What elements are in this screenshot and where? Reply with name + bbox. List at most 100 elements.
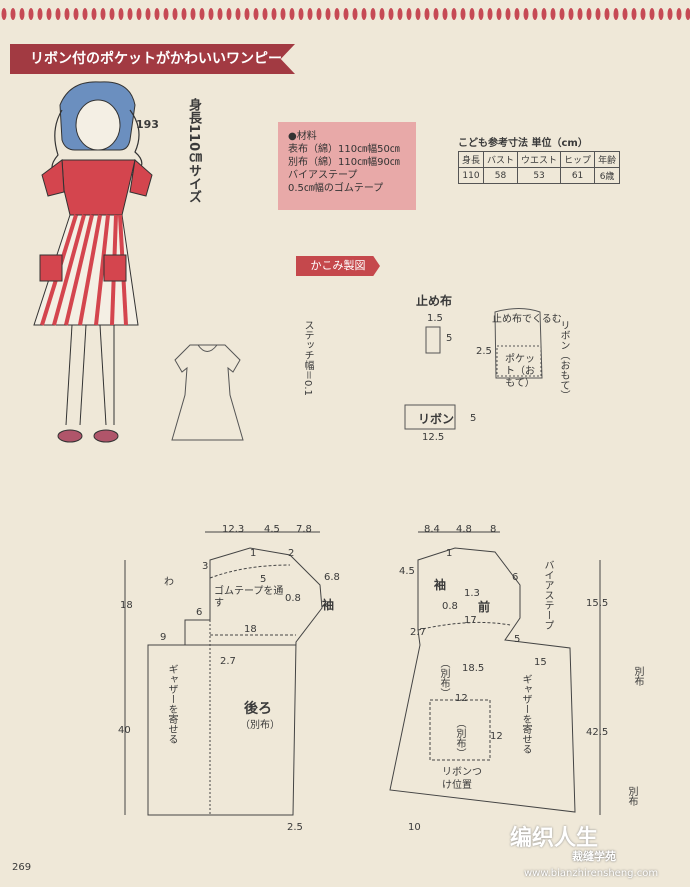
- back-dim: 2.5: [287, 822, 303, 833]
- border-dot: [262, 8, 268, 20]
- border-dot: [595, 8, 601, 20]
- dotted-border: [1, 8, 690, 20]
- border-dot: [451, 8, 457, 20]
- border-dot: [613, 8, 619, 20]
- border-dot: [541, 8, 547, 20]
- ribbon-width: 12.5: [422, 432, 445, 443]
- border-dot: [649, 8, 655, 20]
- watermark: 编织人生: [510, 826, 599, 851]
- border-dot: [550, 8, 556, 20]
- border-dot: [334, 8, 340, 20]
- front-dim: 2.7: [410, 627, 426, 638]
- page-title: リボン付のポケットがかわいいワンピース: [10, 44, 295, 74]
- back-dim: 6: [196, 607, 203, 618]
- materials-line: 別布（綿）110㎝幅90㎝: [288, 157, 400, 168]
- border-dot: [37, 8, 43, 20]
- border-dot: [316, 8, 322, 20]
- border-dot: [469, 8, 475, 20]
- front-sleeve-label: 袖: [434, 578, 447, 592]
- back-sub: （別布）: [240, 720, 280, 731]
- border-dot: [73, 8, 79, 20]
- front-dim: 0.8: [442, 601, 458, 612]
- border-dot: [1, 8, 7, 20]
- back-dim: 40: [118, 725, 131, 736]
- model-code: 193: [136, 118, 159, 131]
- border-dot: [82, 8, 88, 20]
- border-dot: [532, 8, 538, 20]
- border-dot: [10, 8, 16, 20]
- border-dot: [289, 8, 295, 20]
- front-bias-note: バイアステープ: [542, 560, 553, 630]
- border-dot: [55, 8, 61, 20]
- border-dot: [685, 8, 690, 20]
- front-sub: （別布）: [438, 658, 449, 698]
- border-dot: [181, 8, 187, 20]
- back-sleeve-label: 袖: [322, 598, 335, 612]
- materials-box: ●材料 表布（綿）110㎝幅50㎝ 別布（綿）110㎝幅90㎝ バイアステープ …: [278, 122, 416, 210]
- border-dot: [433, 8, 439, 20]
- front-dim: 5: [514, 634, 521, 645]
- front-dim: 18.5: [462, 663, 485, 674]
- border-dot: [397, 8, 403, 20]
- size-value: 110: [457, 167, 485, 184]
- grain-note: 別布: [626, 786, 637, 806]
- size-label: 身長110㎝サイズ: [186, 98, 201, 204]
- border-dot: [640, 8, 646, 20]
- border-dot: [505, 8, 511, 20]
- back-dim: 2: [288, 548, 295, 559]
- border-dot: [487, 8, 493, 20]
- watermark-url: www.bianzhirensheng.com: [524, 868, 659, 879]
- border-dot: [370, 8, 376, 20]
- pocket-sub: （別布）: [454, 718, 465, 758]
- border-dot: [64, 8, 70, 20]
- size-value: 53: [517, 167, 562, 184]
- border-dot: [19, 8, 25, 20]
- front-dim: 15.5: [586, 598, 609, 609]
- size-table: こども参考寸法 単位（cm） 身長 バスト ウエスト ヒップ 年齢 110 58…: [457, 134, 621, 184]
- back-dim: 18: [120, 600, 133, 611]
- border-dot: [172, 8, 178, 20]
- pocket-label: ポケット（おもて）: [505, 354, 535, 389]
- border-dot: [325, 8, 331, 20]
- border-dot: [658, 8, 664, 20]
- tab-width: 1.5: [427, 313, 443, 324]
- border-dot: [100, 8, 106, 20]
- border-dot: [424, 8, 430, 20]
- fold-mark: わ: [164, 577, 174, 588]
- front-dim: 6: [512, 572, 519, 583]
- size-value: 61: [560, 167, 596, 184]
- page-number: 269: [12, 862, 32, 873]
- border-dot: [514, 8, 520, 20]
- border-dot: [298, 8, 304, 20]
- back-dim: 3: [202, 561, 209, 572]
- tab-height: 5: [446, 333, 453, 344]
- border-dot: [415, 8, 421, 20]
- border-dot: [163, 8, 169, 20]
- border-dot: [478, 8, 484, 20]
- border-dot: [631, 8, 637, 20]
- border-dot: [676, 8, 682, 20]
- border-dot: [199, 8, 205, 20]
- border-dot: [379, 8, 385, 20]
- back-dim: 9: [160, 632, 167, 643]
- ribbon-height: 5: [470, 413, 477, 424]
- materials-line: バイアステープ: [288, 170, 358, 181]
- front-dim: 15: [534, 657, 547, 668]
- grain-note: 別布: [632, 666, 643, 686]
- border-dot: [28, 8, 34, 20]
- border-dot: [127, 8, 133, 20]
- pocket-dim: 2.5: [476, 346, 492, 357]
- front-dim: 4.8: [456, 524, 472, 535]
- size-header: ヒップ: [560, 151, 596, 168]
- front-dim: 17: [464, 615, 477, 626]
- border-dot: [523, 8, 529, 20]
- back-dim: 1: [250, 548, 257, 559]
- border-dot: [154, 8, 160, 20]
- size-header: 年齢: [594, 151, 621, 168]
- back-dim: 6.8: [324, 572, 340, 583]
- size-value: 58: [483, 167, 519, 184]
- front-dim: 12: [490, 731, 503, 742]
- back-dim: 2.7: [220, 656, 236, 667]
- border-dot: [244, 8, 250, 20]
